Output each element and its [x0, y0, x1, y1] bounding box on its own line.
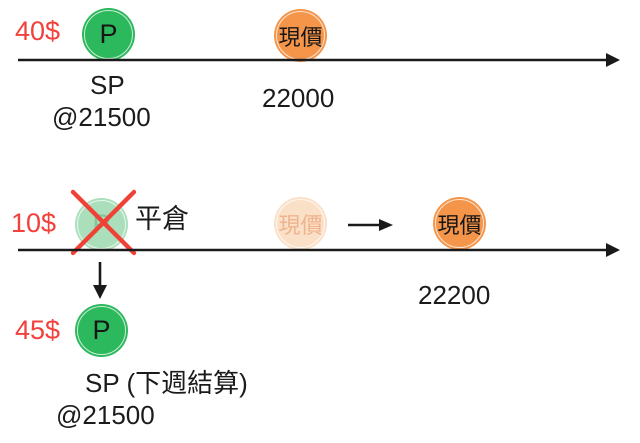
- timeline-axis-arrow-bottom: [18, 243, 620, 257]
- down-arrow-icon: [93, 262, 107, 299]
- price-value-22000: 22000: [262, 83, 335, 113]
- new-sp-label: SP (下週結算): [85, 368, 248, 398]
- timeline-axis-arrow-top: [18, 53, 620, 67]
- close-position-label: 平倉: [135, 204, 189, 234]
- put-option-badge-label: P: [99, 19, 118, 49]
- new-put-option-badge: P: [75, 304, 128, 357]
- premium-label-45: 45$: [15, 315, 61, 345]
- old-price-badge-label: 現價: [278, 212, 323, 238]
- old-price-badge: 現價: [274, 197, 327, 250]
- new-put-option-badge-label: P: [92, 315, 111, 345]
- right-arrow-icon: [348, 219, 393, 231]
- new-price-badge-label: 現價: [437, 212, 482, 238]
- current-price-badge-label: 現價: [278, 24, 323, 50]
- new-price-badge: 現價: [433, 197, 486, 250]
- premium-label-40: 40$: [15, 16, 61, 46]
- cross-out-icon: [70, 189, 137, 256]
- put-option-badge: P: [82, 8, 135, 61]
- current-price-badge: 現價: [274, 9, 327, 62]
- price-value-22200: 22200: [418, 280, 491, 310]
- premium-label-10: 10$: [11, 208, 57, 238]
- new-sp-strike-label: @21500: [56, 400, 155, 430]
- sp-strike-label: @21500: [52, 102, 151, 132]
- sp-label: SP: [90, 70, 125, 100]
